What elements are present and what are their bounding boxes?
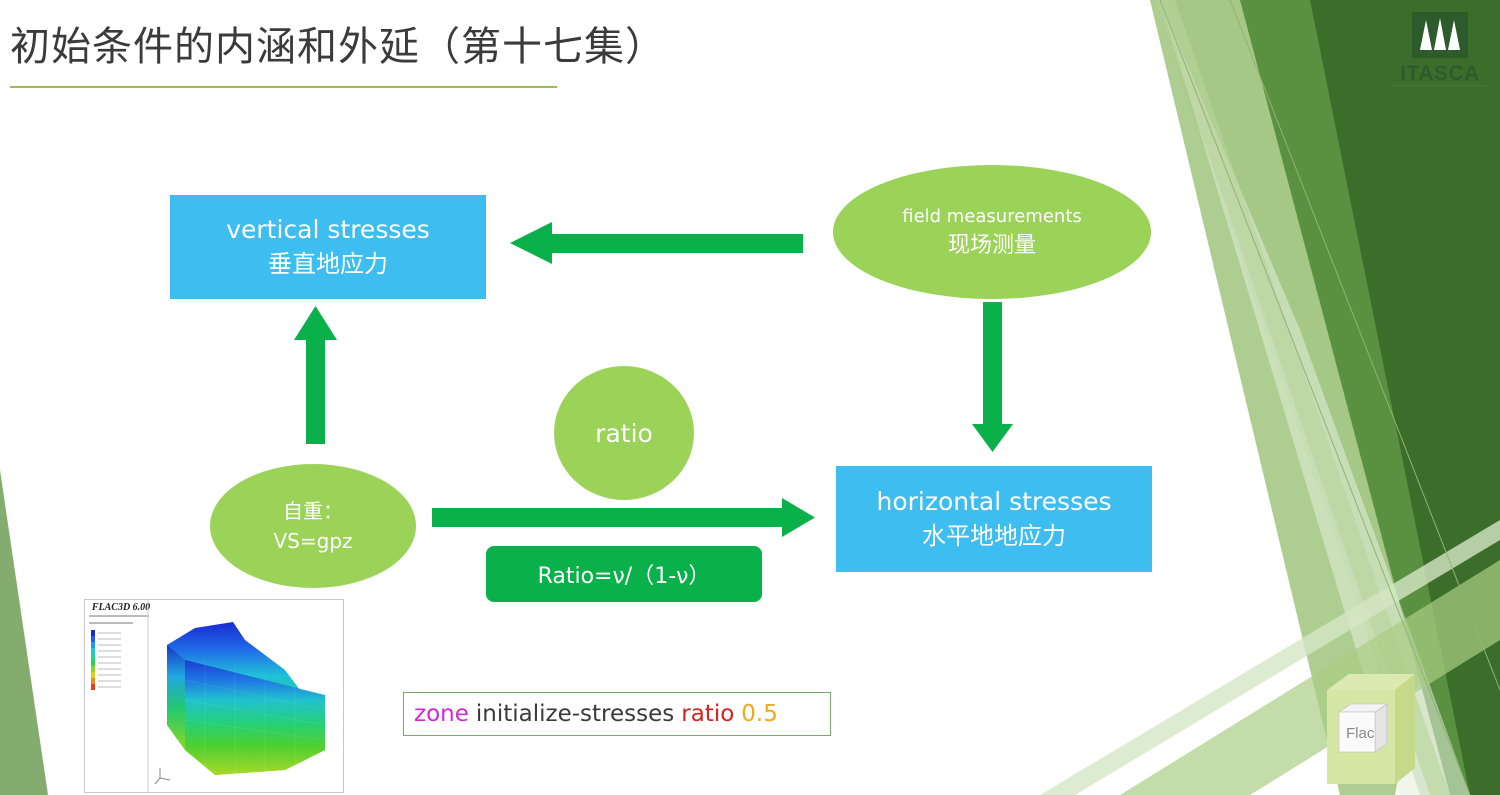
field-measurements-ellipse: field measurements 现场测量 [833,165,1151,299]
flac-command-line: zone initialize-stresses ratio 0.5 [403,692,831,736]
field-measurements-en: field measurements [902,206,1082,227]
arrow-field-to-horizontal [972,302,1013,452]
contour-legend [91,630,121,690]
arrow-field-to-vertical [510,222,803,264]
forest-logo-icon [1412,12,1468,58]
cmd-keyword: zone [414,701,469,727]
horizontal-stresses-en: horizontal stresses [876,487,1112,516]
horizontal-stresses-cn: 水平地地应力 [922,522,1066,550]
arrow-selfweight-to-vertical [294,306,337,444]
vertical-stresses-box: vertical stresses 垂直地应力 [170,195,486,299]
flac3d-stress-plot: FLAC3D 6.00 [84,599,344,793]
logo-wordmark: ITASCA [1400,62,1480,85]
arrow-selfweight-to-horizontal [432,498,815,537]
vertical-stresses-cn: 垂直地应力 [268,250,388,278]
logo-underline [1394,85,1486,90]
flac-cube-icon [1327,674,1415,784]
inset-caption-line [89,622,133,624]
horizontal-stresses-box: horizontal stresses 水平地地应力 [836,466,1152,572]
stress-contour-graphic [91,600,326,792]
vertical-stresses-en: vertical stresses [226,215,430,244]
field-measurements-cn: 现场测量 [947,233,1036,258]
flac-cube-label: Flac [1346,725,1375,742]
flac3d-plot-title: FLAC3D 6.00 [91,602,151,613]
itasca-logo: ITASCA [1390,10,1490,90]
self-weight-ellipse: 自重： VS=gpz [210,464,416,588]
title-underline [10,86,557,88]
slide-title: 初始条件的内涵和外延（第十七集） [10,24,666,70]
cmd-value: 0.5 [741,701,778,727]
ratio-formula-box: Ratio=ν/（1-ν） [486,546,762,602]
ratio-label: ratio [595,418,653,448]
ratio-circle: ratio [554,366,694,500]
self-weight-formula: VS=gpz [273,529,353,553]
ratio-formula-text: Ratio=ν/（1-ν） [537,564,711,589]
cmd-verb: initialize-stresses [475,701,675,727]
cmd-param: ratio [681,701,735,727]
inset-caption-line [89,615,149,617]
self-weight-label: 自重： [283,499,343,523]
